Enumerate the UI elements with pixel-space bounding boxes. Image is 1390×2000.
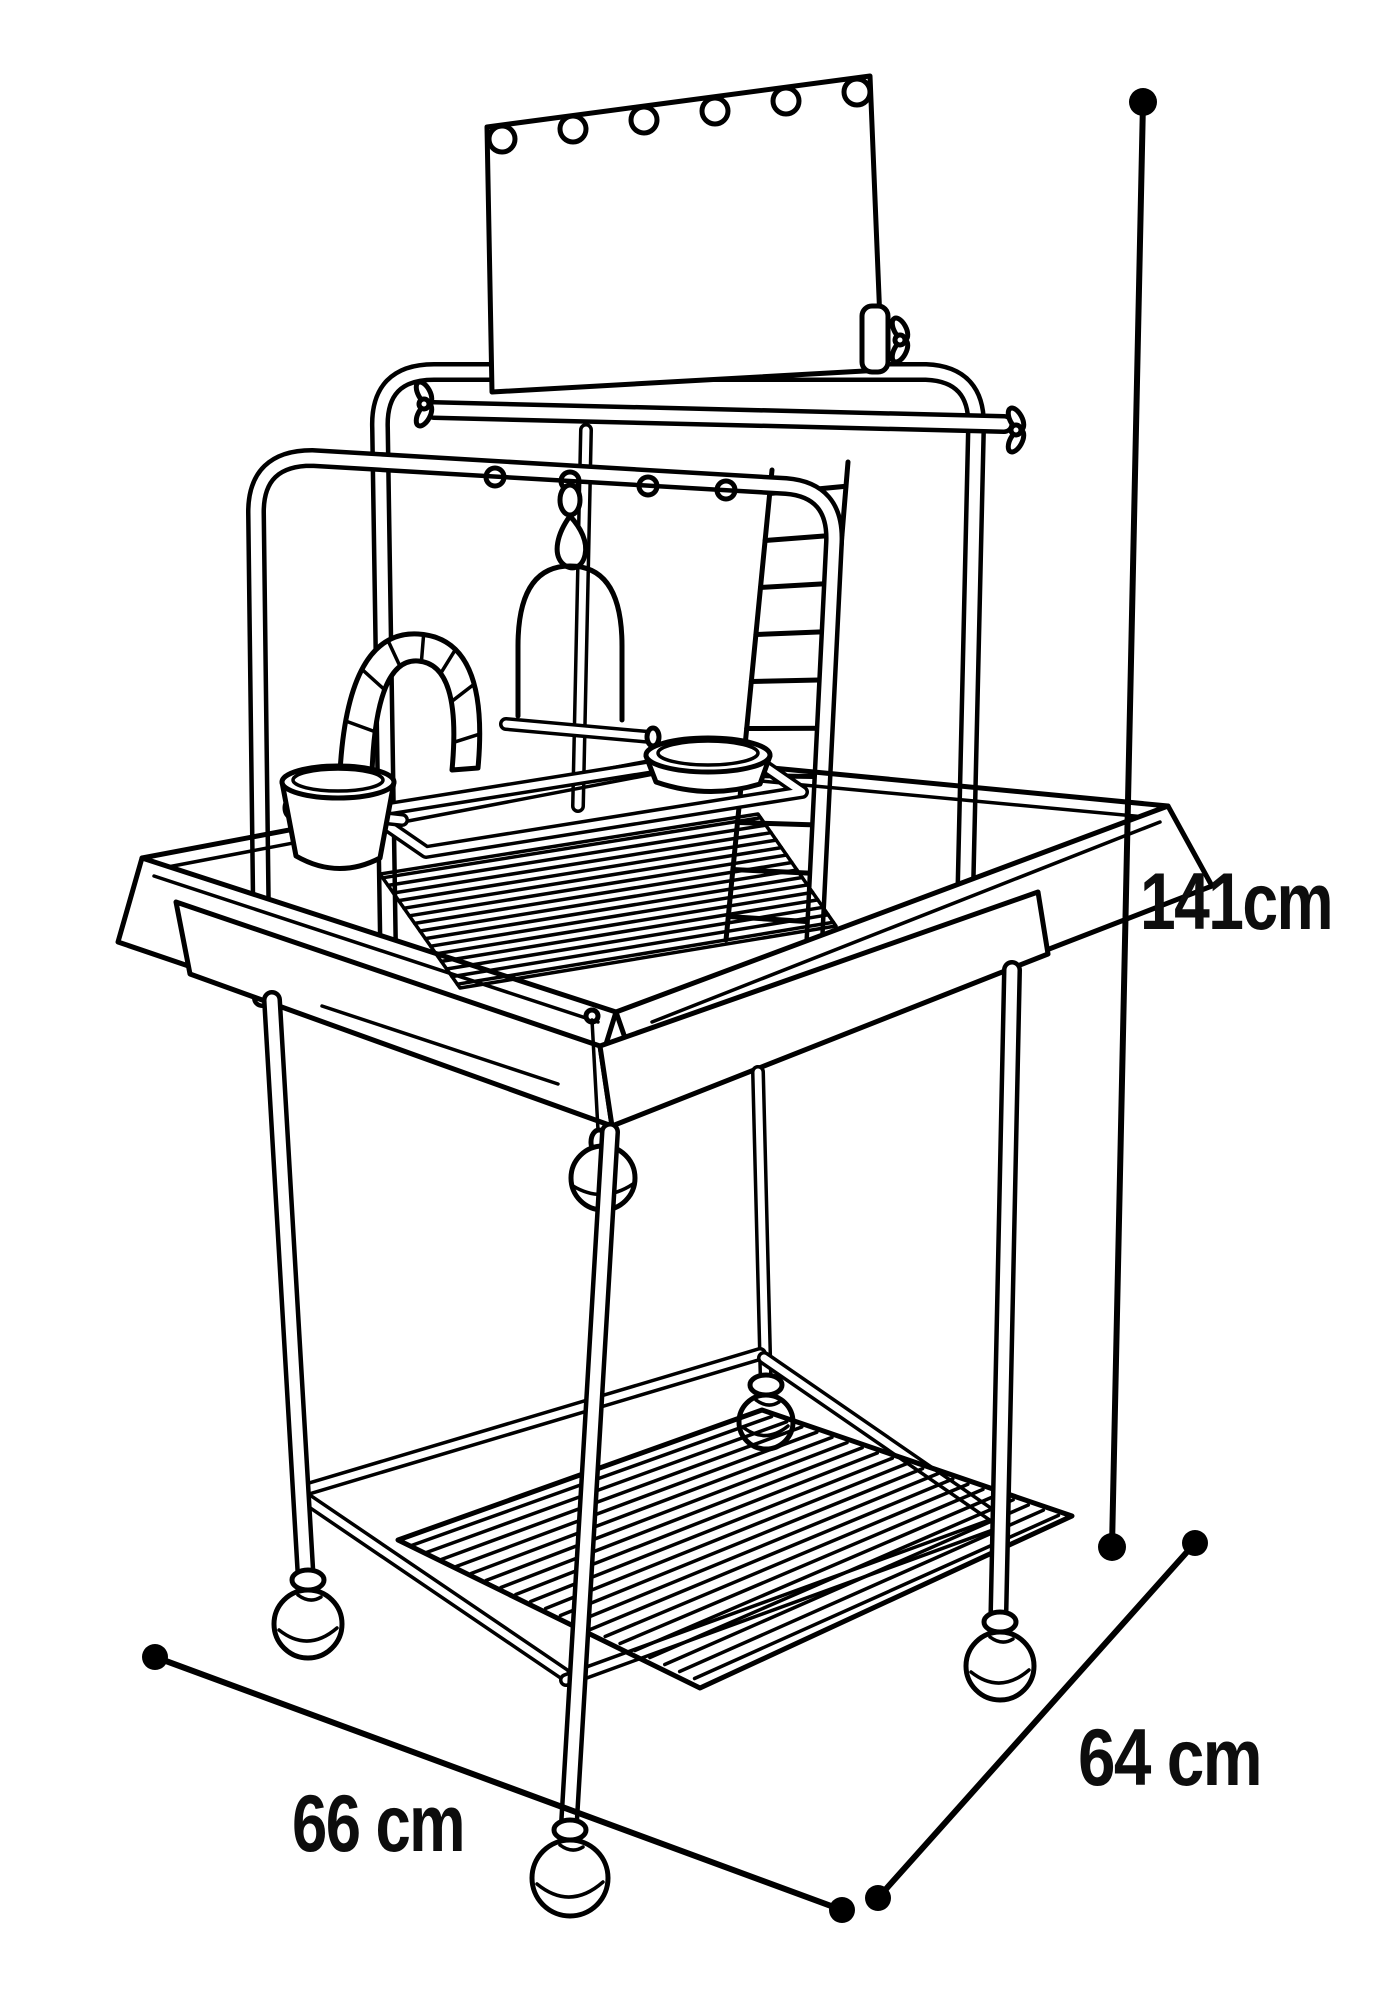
height-dot-top xyxy=(1129,88,1157,116)
platform-mesh-wires xyxy=(380,815,836,986)
wing-nut xyxy=(413,379,435,429)
wing-nuts xyxy=(413,315,1027,455)
mesh-wire xyxy=(424,1420,789,1555)
panel-grommet-holes xyxy=(486,76,873,155)
platform-mesh-border xyxy=(378,812,838,990)
bridge-rung xyxy=(451,732,482,745)
width-dimension-label: 66 cm xyxy=(292,1779,464,1869)
mesh-wire xyxy=(618,1487,985,1646)
mesh-wire xyxy=(444,905,825,971)
depth-dot-bottom xyxy=(865,1885,891,1911)
mesh-wire xyxy=(407,853,789,918)
bridge-rung xyxy=(360,667,387,692)
mesh-wire xyxy=(677,1508,1046,1674)
grommet-hole xyxy=(557,113,589,145)
mesh-wire xyxy=(484,1440,849,1583)
swing-clip xyxy=(557,482,583,518)
lower-shelf xyxy=(395,1407,1075,1691)
mesh-wire xyxy=(434,890,815,956)
hanger-ring xyxy=(714,478,738,502)
wing-nut xyxy=(889,315,911,365)
dimension-annotations: 141cm 64 cm 66 cm xyxy=(142,88,1334,1923)
grommet-hole xyxy=(841,76,873,108)
mesh-wire xyxy=(573,1472,940,1625)
caster-wheel xyxy=(271,1567,345,1661)
caster-wheel xyxy=(963,1609,1037,1703)
grommet-hole xyxy=(770,85,802,117)
mesh-wire xyxy=(402,845,784,910)
food-cup-left xyxy=(279,763,397,871)
food-bowl-right xyxy=(643,735,773,795)
mesh-wire xyxy=(543,1461,910,1611)
grommet-hole xyxy=(628,104,660,136)
top-panel xyxy=(484,73,891,395)
height-dimension-line xyxy=(1109,99,1146,1550)
hanging-swing xyxy=(499,482,662,749)
mesh-wire xyxy=(603,1482,970,1639)
hanger-ring xyxy=(636,474,660,498)
width-dimension-line xyxy=(152,1654,845,1913)
mesh-wire xyxy=(380,815,763,880)
rear-arch-frame xyxy=(369,362,987,962)
mesh-wire xyxy=(588,1477,955,1632)
mesh-wire xyxy=(648,1498,1015,1660)
width-dot-left xyxy=(142,1644,168,1670)
tray-drawer-line xyxy=(320,1004,560,1086)
mesh-wire xyxy=(633,1492,1000,1653)
height-dimension-label: 141cm xyxy=(1140,857,1332,947)
mesh-wire xyxy=(454,1430,819,1569)
swing-wire xyxy=(515,563,625,723)
mesh-wire xyxy=(396,838,778,903)
height-dot-bottom xyxy=(1098,1533,1126,1561)
panel-bracket xyxy=(859,303,891,375)
shelf-border xyxy=(395,1407,1075,1691)
mesh-wire xyxy=(428,883,810,948)
mesh-wire xyxy=(558,1466,925,1618)
mesh-wire xyxy=(439,1425,804,1562)
ladder-rung xyxy=(735,820,821,828)
arch-bridge xyxy=(337,631,483,776)
width-dot-right xyxy=(829,1897,855,1923)
caster-wheels xyxy=(271,1567,1037,1919)
mesh-wire xyxy=(439,898,820,964)
mesh-wire xyxy=(423,875,804,941)
bridge-rung xyxy=(419,632,426,664)
depth-dimension-label: 64 cm xyxy=(1078,1713,1261,1803)
mesh-wire xyxy=(663,1503,1030,1667)
centre-post xyxy=(571,423,593,813)
grommet-hole xyxy=(486,123,518,155)
base-tray-side xyxy=(597,889,1051,1129)
grommet-hole xyxy=(699,95,731,127)
mesh-wire xyxy=(469,1435,834,1576)
mesh-wire xyxy=(455,920,836,986)
mesh-wire xyxy=(418,868,799,933)
mesh-wire xyxy=(499,1446,864,1590)
mesh-wire xyxy=(386,823,768,888)
platform xyxy=(115,755,1215,1129)
bridge-rung xyxy=(449,682,476,704)
mesh-wire xyxy=(391,830,773,895)
undercarriage xyxy=(262,960,1075,1919)
bridge-rung xyxy=(386,638,402,669)
bridge-rung xyxy=(343,719,377,734)
bridge-rung xyxy=(438,647,458,676)
mesh-wire xyxy=(450,913,830,979)
wing-nut xyxy=(1005,405,1027,455)
bridge-rungs xyxy=(343,632,482,745)
depth-dimension-line xyxy=(875,1540,1198,1901)
mesh-wire xyxy=(412,860,794,926)
hanger-ring xyxy=(483,465,507,489)
perch-crossbar xyxy=(413,315,1027,455)
depth-dot-top xyxy=(1182,1530,1208,1556)
caster-wheel xyxy=(529,1817,611,1919)
ladder-rung xyxy=(748,677,833,684)
